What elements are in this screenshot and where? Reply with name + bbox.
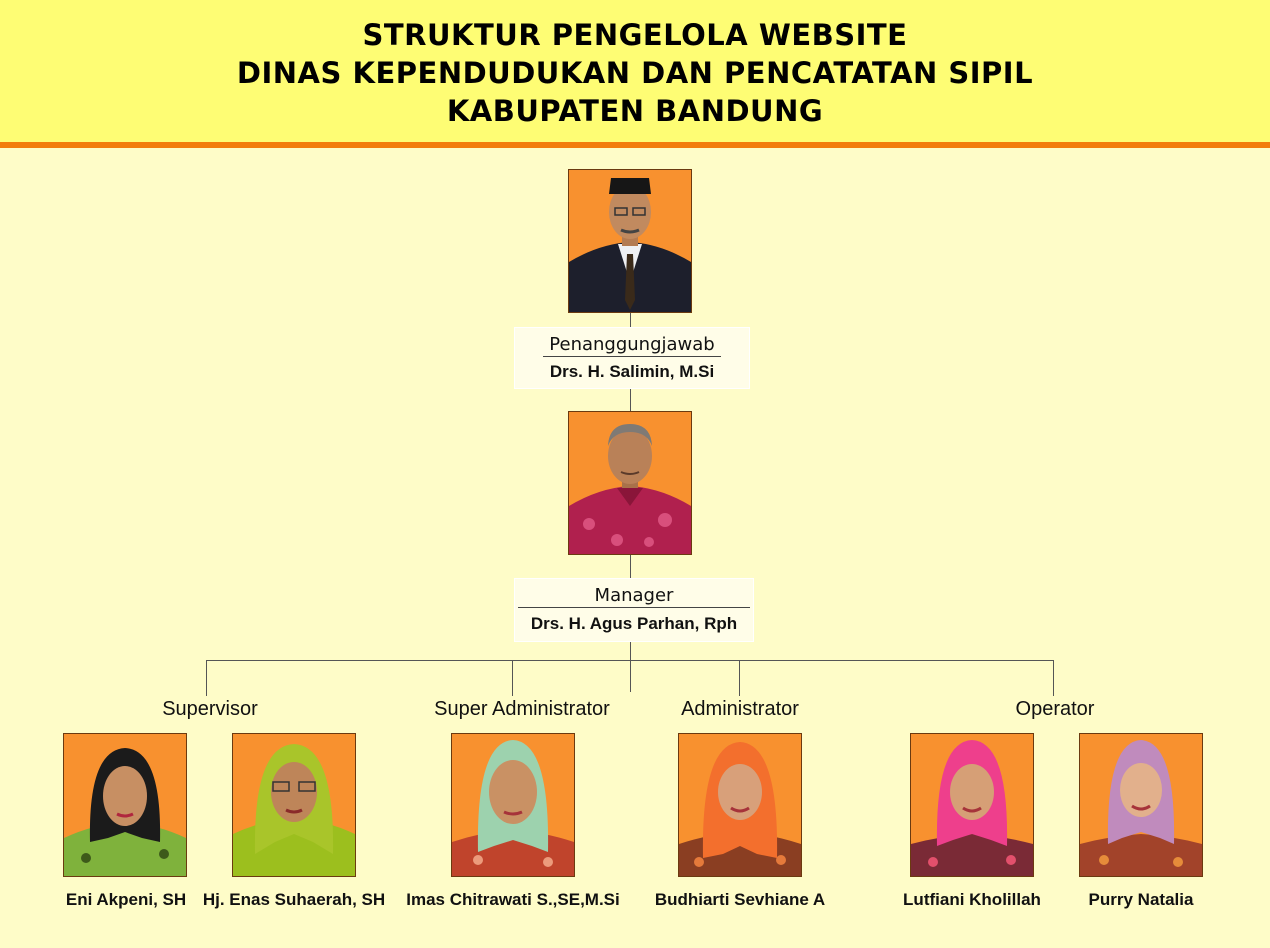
connector-line — [630, 312, 631, 329]
connector-line — [1053, 660, 1054, 696]
photo-staff-1 — [63, 733, 187, 877]
role-box-penanggungjawab: Penanggungjawab Drs. H. Salimin, M.Si — [514, 327, 750, 389]
connector-line — [630, 640, 631, 692]
person-name: Drs. H. Agus Parhan, Rph — [530, 614, 738, 633]
title-line-1: STRUKTUR PENGELOLA WEBSITE — [362, 18, 908, 52]
group-label-super-administrator: Super Administrator — [434, 698, 610, 720]
connector-line — [739, 660, 740, 696]
divider — [543, 356, 721, 357]
connector-line — [206, 660, 1054, 661]
photo-manager — [568, 411, 692, 555]
divider — [518, 607, 750, 608]
staff-name: Lutfiani Kholillah — [903, 890, 1041, 909]
group-label-supervisor: Supervisor — [162, 698, 258, 720]
photo-staff-5 — [910, 733, 1034, 877]
connector-line — [512, 660, 513, 696]
photo-staff-2 — [232, 733, 356, 877]
role-label: Penanggungjawab — [549, 334, 715, 355]
staff-name: Imas Chitrawati S.,SE,M.Si — [406, 890, 620, 909]
title-line-2: DINAS KEPENDUDUKAN DAN PENCATATAN SIPIL — [236, 56, 1034, 90]
connector-line — [630, 389, 631, 411]
group-label-operator: Operator — [1015, 698, 1095, 720]
staff-name: Purry Natalia — [1088, 890, 1194, 909]
connector-line — [630, 554, 631, 578]
connector-line — [206, 660, 207, 696]
photo-staff-4 — [678, 733, 802, 877]
person-name: Drs. H. Salimin, M.Si — [549, 362, 715, 381]
header-banner: STRUKTUR PENGELOLA WEBSITE DINAS KEPENDU… — [0, 0, 1270, 148]
group-label-administrator: Administrator — [681, 698, 799, 720]
photo-staff-3 — [451, 733, 575, 877]
staff-name: Budhiarti Sevhiane A — [654, 890, 826, 909]
title-line-3: KABUPATEN BANDUNG — [446, 94, 824, 128]
photo-penanggungjawab — [568, 169, 692, 313]
role-box-manager: Manager Drs. H. Agus Parhan, Rph — [514, 578, 754, 642]
photo-staff-6 — [1079, 733, 1203, 877]
staff-name: Eni Akpeni, SH — [65, 890, 187, 909]
role-label: Manager — [594, 585, 674, 606]
staff-name: Hj. Enas Suhaerah, SH — [202, 890, 386, 909]
